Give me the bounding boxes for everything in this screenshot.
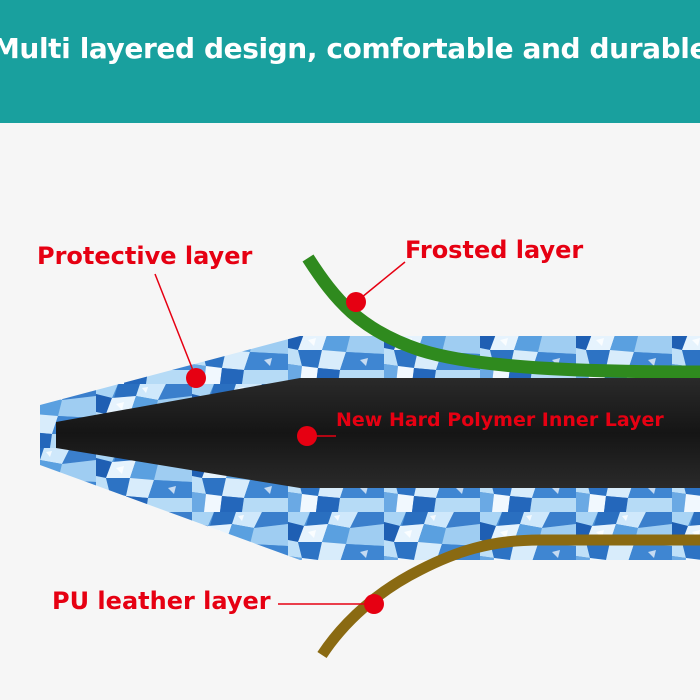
pu-leather-layer — [317, 534, 700, 659]
banner-background — [0, 0, 700, 123]
banner-overlay: Multi layered design, comfortable and du… — [0, 0, 700, 123]
protective-leader-line — [154, 273, 197, 379]
inner-marker — [297, 426, 317, 446]
pu-leather-layer-label: PU leather layer — [52, 587, 271, 615]
frosted-layer — [302, 254, 700, 379]
protective-layer-label: Protective layer — [37, 242, 253, 270]
frosted-layer-label: Frosted layer — [405, 236, 584, 264]
frosted-marker — [346, 292, 366, 312]
inner-layer-label: New Hard Polymer Inner Layer — [336, 409, 664, 431]
frosted-leader-line — [355, 261, 406, 303]
banner-title-text: Multi layered design, comfortable and du… — [0, 32, 700, 65]
pu-marker — [364, 594, 384, 614]
protective-marker — [186, 368, 206, 388]
inner-polymer-layer — [56, 378, 700, 488]
